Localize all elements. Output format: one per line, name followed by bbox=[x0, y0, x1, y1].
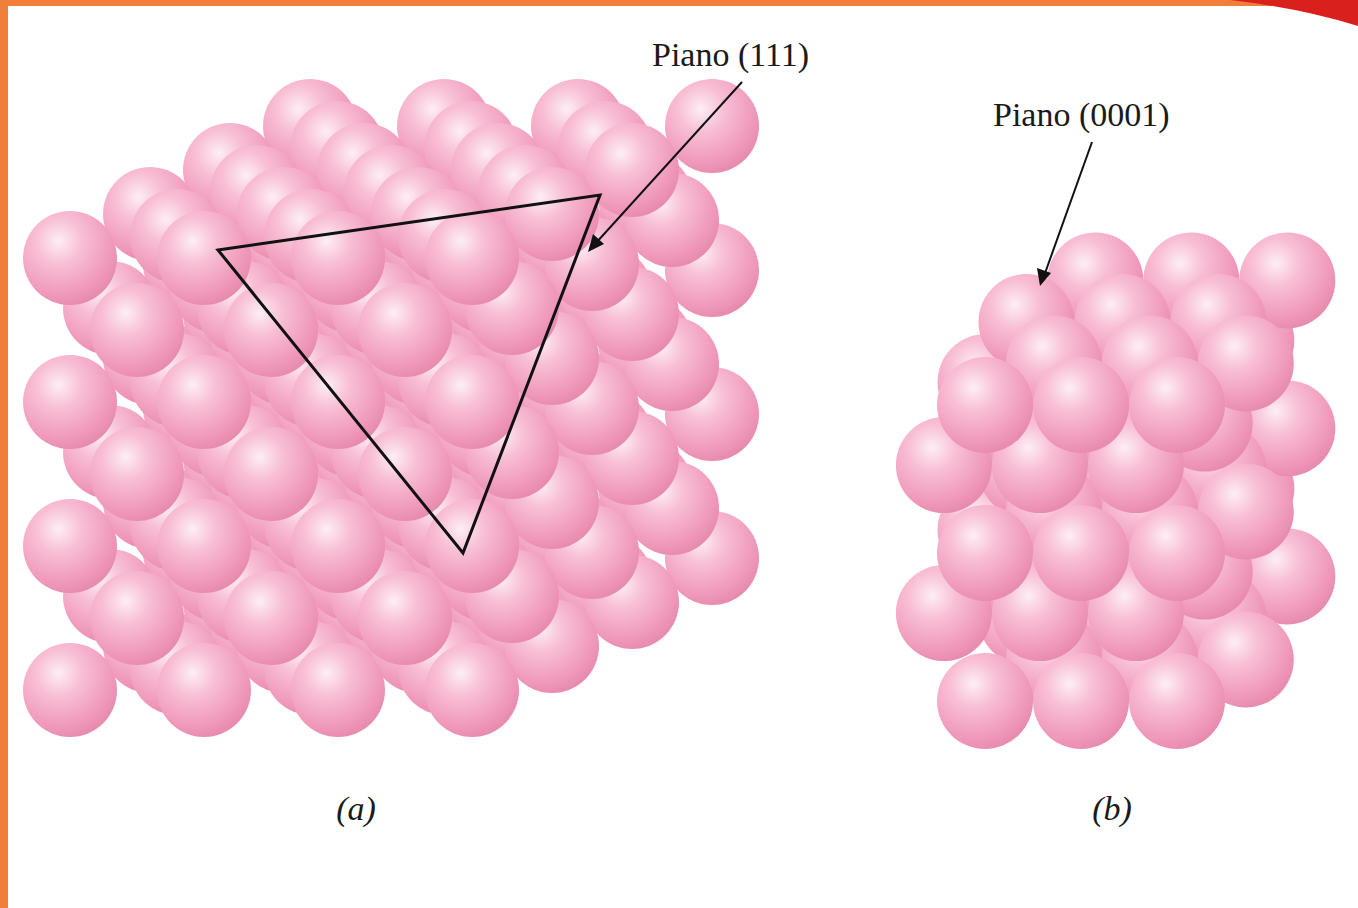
atom-sphere bbox=[291, 499, 385, 593]
atom-sphere bbox=[23, 211, 117, 305]
leader-line bbox=[595, 82, 742, 244]
atom-sphere bbox=[1033, 357, 1129, 453]
atom-sphere bbox=[291, 355, 385, 449]
atom-sphere bbox=[665, 79, 759, 173]
atom-sphere bbox=[291, 643, 385, 737]
atom-sphere bbox=[937, 505, 1033, 601]
atom-sphere bbox=[157, 355, 251, 449]
atom-sphere bbox=[425, 499, 519, 593]
plane-label: Piano (111) bbox=[652, 36, 809, 73]
atom-sphere bbox=[937, 357, 1033, 453]
atom-sphere bbox=[1129, 357, 1225, 453]
atom-sphere bbox=[224, 283, 318, 377]
atom-sphere bbox=[425, 355, 519, 449]
fcc-spheres bbox=[23, 79, 759, 737]
figure-letter: (b) bbox=[1092, 790, 1132, 827]
plane-label: Piano (111) bbox=[652, 36, 809, 73]
plane-triangle bbox=[218, 195, 600, 553]
atom-sphere bbox=[90, 283, 184, 377]
plane-label: (b) bbox=[1092, 790, 1132, 827]
plane-label: (a) bbox=[336, 790, 376, 827]
atom-sphere bbox=[224, 571, 318, 665]
orange-border bbox=[0, 0, 1358, 6]
atom-sphere bbox=[505, 167, 599, 261]
arrow-head bbox=[588, 234, 604, 252]
atom-sphere bbox=[937, 653, 1033, 749]
plane-label: Piano (0001) bbox=[993, 96, 1170, 133]
atom-sphere bbox=[1129, 653, 1225, 749]
atom-sphere bbox=[358, 283, 452, 377]
orange-border bbox=[0, 0, 8, 908]
atom-sphere bbox=[291, 211, 385, 305]
arrow-head bbox=[1037, 268, 1051, 286]
atom-sphere bbox=[23, 643, 117, 737]
plane-label: Piano (0001) bbox=[993, 96, 1170, 133]
atom-sphere bbox=[1129, 505, 1225, 601]
atom-sphere bbox=[157, 643, 251, 737]
atom-sphere bbox=[425, 211, 519, 305]
atom-sphere bbox=[90, 427, 184, 521]
atom-sphere bbox=[23, 355, 117, 449]
atom-sphere bbox=[157, 499, 251, 593]
atom-sphere bbox=[224, 427, 318, 521]
atom-sphere bbox=[90, 571, 184, 665]
atom-sphere bbox=[425, 643, 519, 737]
hcp-spheres bbox=[896, 232, 1335, 749]
red-corner bbox=[1230, 0, 1358, 26]
leader-line bbox=[1044, 142, 1092, 276]
atom-sphere bbox=[23, 499, 117, 593]
atom-sphere bbox=[157, 211, 251, 305]
atom-sphere bbox=[1033, 653, 1129, 749]
atom-sphere bbox=[358, 571, 452, 665]
atom-sphere bbox=[1033, 505, 1129, 601]
figure-letter: (a) bbox=[336, 790, 376, 827]
